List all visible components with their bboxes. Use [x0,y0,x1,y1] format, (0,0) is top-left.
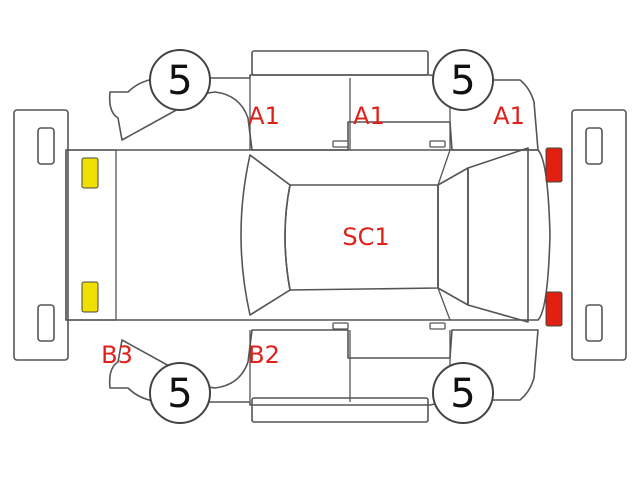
wheel-rear-left: 5 [432,49,494,111]
headlight-right [81,281,99,313]
taillight-left [545,147,563,183]
wheel-rear-right: 5 [432,362,494,424]
damage-code-roof: SC1 [342,223,389,251]
wheel-front-left: 5 [149,49,211,111]
wheel-front-right: 5 [149,362,211,424]
top-view-body [65,147,551,323]
right-side-sill [251,397,429,423]
damage-code-left-rear-door: A1 [353,102,385,130]
left-side-sill [251,50,429,76]
door-handle [332,140,349,148]
wheel-rear-right-grade: 5 [450,371,475,417]
damage-code-right-front-door: B2 [248,341,280,369]
damage-code-left-front-door: A1 [248,102,280,130]
damage-code-left-rear-fender: A1 [493,102,525,130]
door-handle [429,322,446,330]
damage-code-right-front-fender: B3 [101,341,133,369]
wheel-front-left-grade: 5 [167,58,192,104]
taillight-right [545,291,563,327]
rear-bumper [571,109,627,361]
door-handle [429,140,446,148]
wheel-rear-left-grade: 5 [450,58,475,104]
headlight-left [81,157,99,189]
front-bumper [13,109,69,361]
wheel-front-right-grade: 5 [167,371,192,417]
door-handle [332,322,349,330]
